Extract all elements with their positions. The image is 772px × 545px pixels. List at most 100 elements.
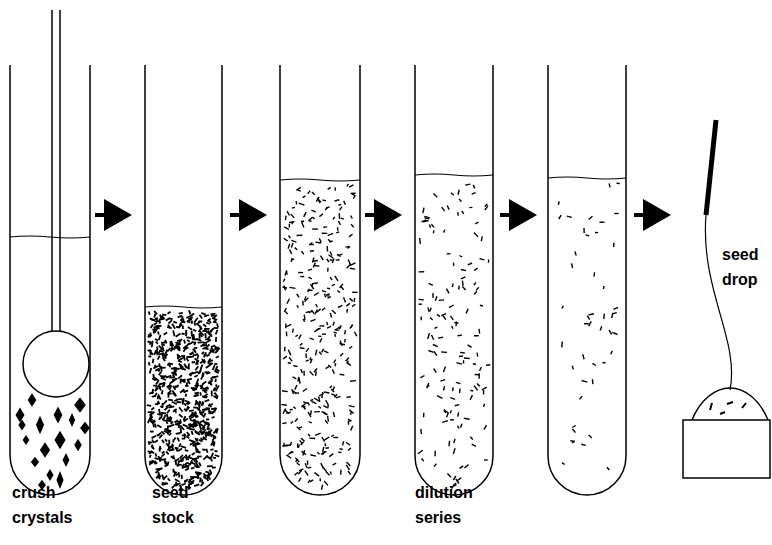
seed-particle — [349, 234, 353, 237]
seed-particle — [189, 428, 195, 430]
seed-particle — [458, 190, 459, 195]
seed-particle — [430, 318, 433, 320]
seed-particle — [315, 433, 321, 435]
seed-particle — [328, 297, 332, 299]
seed-particle — [206, 432, 209, 434]
seed-particle — [152, 445, 154, 450]
seed-particle — [203, 394, 207, 397]
seed-particle — [285, 324, 287, 329]
seed-particle — [204, 330, 209, 333]
seed-particle — [475, 222, 478, 224]
seed-particle — [207, 465, 213, 467]
seed-particle — [209, 363, 212, 365]
seed-particle — [170, 377, 176, 378]
seed-particle — [213, 396, 217, 397]
seed-particle — [210, 432, 212, 437]
seed-particle — [168, 425, 171, 428]
seed-particle — [299, 427, 302, 428]
seed-particle — [328, 239, 331, 242]
seed-particle — [159, 446, 161, 452]
seed-particle — [452, 284, 454, 288]
seed-particle — [199, 423, 203, 426]
seed-particle — [168, 363, 170, 367]
seed-particle — [334, 360, 336, 364]
seed-particle — [313, 283, 316, 284]
seed-particle — [313, 260, 318, 262]
seed-particle — [175, 385, 179, 387]
seed-particle — [349, 185, 353, 187]
seed-particle — [325, 294, 326, 298]
seed-particle — [183, 425, 188, 427]
seed-particle — [338, 204, 341, 205]
seed-particle — [434, 464, 437, 467]
seed-particle — [460, 352, 465, 354]
seed-particle — [184, 403, 186, 405]
seed-particle — [208, 412, 213, 413]
seed-particle — [152, 440, 154, 444]
seed-particle — [150, 431, 154, 433]
seed-particle — [322, 200, 326, 201]
seed-particle — [178, 316, 183, 318]
seed-particle — [180, 364, 182, 368]
seed-particle — [441, 351, 447, 353]
seed-particle — [447, 289, 450, 294]
seed-particle — [346, 465, 349, 470]
seed-particle — [329, 454, 333, 457]
seed-particle — [318, 335, 321, 337]
seed-particle — [333, 412, 334, 417]
seed-particle — [332, 259, 334, 263]
seed-particle — [194, 347, 197, 349]
seed-particle — [216, 356, 219, 358]
seed-particle — [195, 359, 200, 362]
seed-particle — [206, 340, 210, 342]
crystal — [74, 439, 82, 451]
seed-particle — [299, 335, 301, 339]
seed-particle — [212, 466, 216, 468]
seed-particle — [151, 414, 153, 418]
seed-particle — [205, 472, 209, 473]
seed-particle — [447, 413, 449, 418]
seed-particle — [434, 369, 437, 373]
crystal — [46, 469, 53, 481]
seed-particle — [159, 468, 162, 470]
seed-particle — [208, 320, 211, 323]
seed-particle — [213, 376, 219, 378]
seed-particle — [185, 346, 187, 350]
seed-particle — [570, 440, 575, 442]
crystal — [28, 393, 36, 406]
seed-particle — [600, 221, 605, 222]
seed-particle — [430, 308, 431, 311]
seed-particle — [196, 322, 200, 325]
seed-particle — [304, 212, 307, 217]
seed-particle — [423, 413, 425, 418]
seed-particle — [592, 379, 594, 384]
seed-particle — [432, 335, 434, 340]
seed-particle — [159, 409, 160, 415]
seed-particle — [321, 392, 323, 398]
seed-particle — [191, 388, 194, 390]
seed-particle — [298, 470, 301, 474]
seed-particle — [283, 443, 285, 447]
seed-particle — [461, 424, 462, 428]
seed-particle — [460, 256, 463, 258]
seed-particle — [175, 459, 177, 464]
seed-particle — [192, 361, 196, 363]
seed-particle — [444, 230, 445, 233]
seed-particle — [156, 342, 158, 344]
seed-particle — [167, 327, 172, 328]
seed-particle — [419, 299, 424, 301]
seed-particle — [291, 259, 294, 261]
seed-particle — [303, 196, 306, 198]
seed-particle — [474, 291, 477, 294]
seed-particle — [152, 342, 153, 347]
seed-particle — [589, 435, 592, 438]
seed-particle — [215, 337, 217, 342]
seed-particle — [167, 420, 172, 421]
seed-particle — [193, 354, 195, 357]
seed-particle — [322, 291, 326, 292]
seed-particle — [156, 380, 159, 384]
seed-particle — [318, 406, 321, 408]
seed-particle — [323, 406, 327, 408]
seed-particle — [316, 350, 317, 356]
seed-particle — [181, 446, 186, 448]
